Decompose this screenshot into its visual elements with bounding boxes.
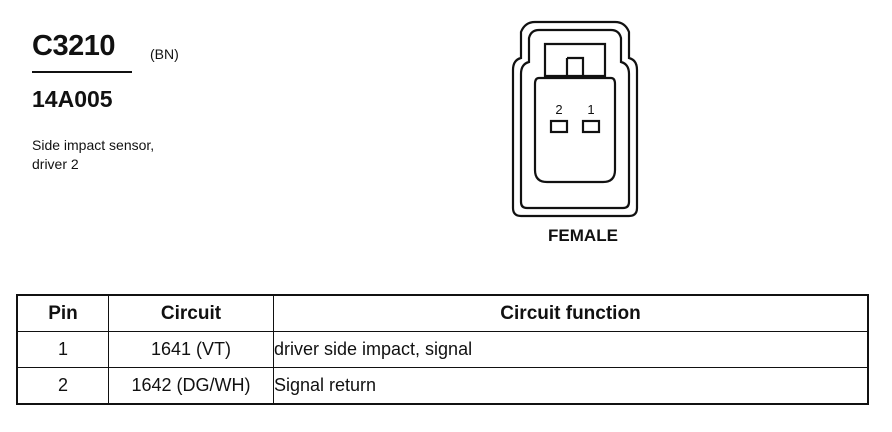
table-header-row: Pin Circuit Circuit function — [16, 294, 869, 332]
table-row: 1 1641 (VT) driver side impact, signal — [16, 331, 869, 368]
pin-number-label: 2 — [555, 102, 562, 117]
connector-outer-shell — [511, 20, 639, 218]
lock-tab — [543, 42, 607, 78]
pin-cavity-1 — [581, 119, 601, 134]
connector-body — [533, 76, 617, 184]
pin-number-label: 1 — [587, 102, 594, 117]
connector-description: Side impact sensor, driver 2 — [32, 136, 154, 174]
connector-id: C3210 — [32, 30, 115, 62]
description-line: driver 2 — [32, 156, 79, 172]
column-header-circuit: Circuit — [108, 294, 274, 332]
table-row: 2 1642 (DG/WH) Signal return — [16, 367, 869, 405]
connector-gender-label: FEMALE — [548, 226, 618, 245]
pinout-table: Pin Circuit Circuit function 1 1641 (VT)… — [16, 294, 869, 405]
connector-inner-shell — [519, 28, 631, 210]
column-header-circuit-function: Circuit function — [273, 294, 869, 332]
description-line: Side impact sensor, — [32, 137, 155, 153]
cell-pin: 2 — [16, 367, 109, 405]
cell-circuit: 1641 (VT) — [108, 331, 274, 368]
pin-cavity-2 — [549, 119, 569, 134]
color-code: (BN) — [150, 46, 179, 62]
cell-circuit-function: driver side impact, signal — [273, 331, 869, 368]
column-header-pin: Pin — [16, 294, 109, 332]
cell-circuit: 1642 (DG/WH) — [108, 367, 274, 405]
title-divider — [32, 71, 132, 73]
cell-circuit-function: Signal return — [273, 367, 869, 405]
lock-tab-notch — [565, 56, 585, 76]
cell-pin: 1 — [16, 331, 109, 368]
part-number: 14A005 — [32, 86, 113, 112]
connector-face-diagram: 2 1 — [511, 20, 639, 218]
